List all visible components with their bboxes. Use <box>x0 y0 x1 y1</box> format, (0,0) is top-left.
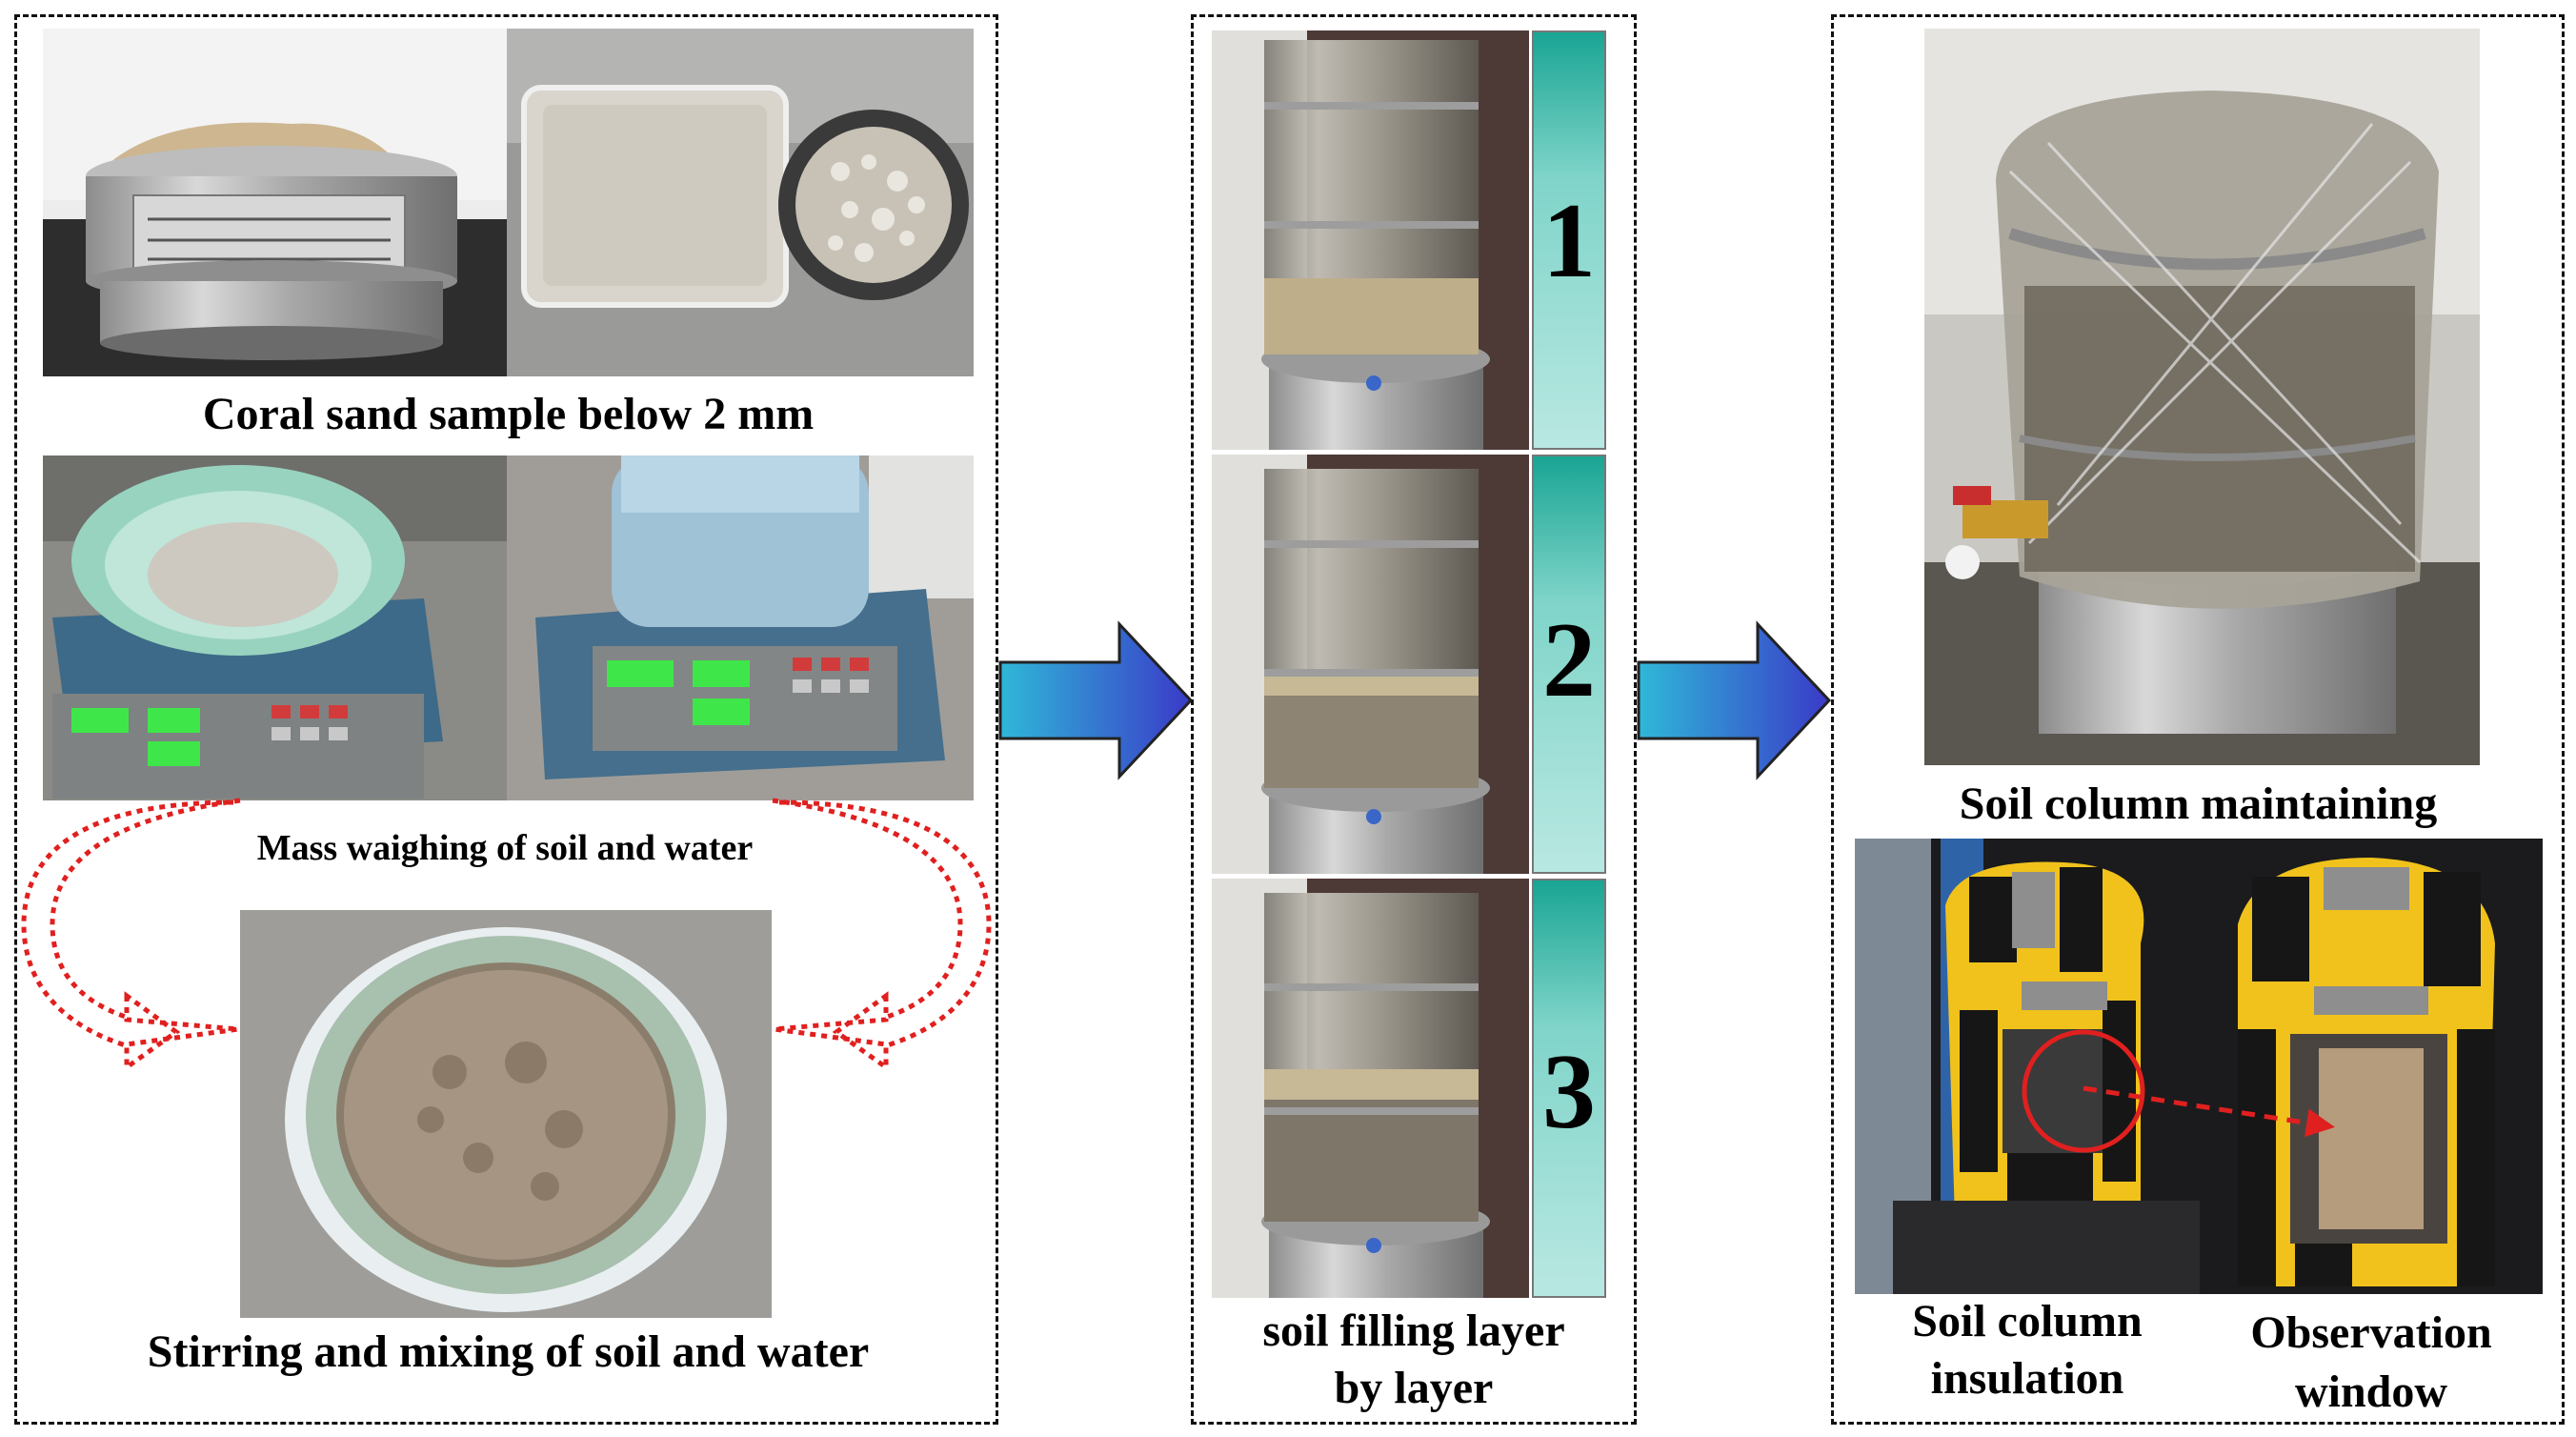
process-arrow-2 <box>1637 620 1832 780</box>
red-dotted-loop-arrows <box>21 798 992 1072</box>
observation-dashed-arrow <box>2083 1085 2335 1138</box>
layer-number-3: 3 <box>1542 1033 1596 1151</box>
photo-soil-column-wrapped <box>1924 29 2480 765</box>
photo-mixing-bowl <box>240 910 772 1318</box>
red-arrow-head-right <box>774 991 889 1072</box>
layer-number-bar-3: 3 <box>1532 879 1606 1298</box>
process-arrow-1 <box>998 620 1194 780</box>
caption-insulation-line1: Soil column <box>1912 1296 2143 1346</box>
photo-soil-column-layer-3 <box>1212 879 1529 1298</box>
layer-number-bar-2: 2 <box>1532 455 1606 874</box>
red-arrow-head-left <box>124 991 239 1072</box>
layer-number-2: 2 <box>1542 601 1596 719</box>
observation-highlight-overlay <box>2022 1029 2335 1153</box>
layer-number-bar-1: 1 <box>1532 30 1606 450</box>
panel-sample-preparation <box>14 14 998 1425</box>
panel-layer-filling <box>1191 14 1637 1425</box>
photo-soil-column-layer-2 <box>1212 455 1529 874</box>
layer-number-1: 1 <box>1542 182 1596 300</box>
caption-soil-filling-line1: soil filling layer <box>1262 1305 1565 1356</box>
caption-soil-filling-line2: by layer <box>1334 1363 1494 1413</box>
caption-soil-column-maintaining: Soil column maintaining <box>1959 779 2438 829</box>
caption-window-line1: Observation <box>2250 1307 2492 1358</box>
photo-sand-and-coral-pieces <box>507 29 974 376</box>
caption-mass-weighing: Mass waighing of soil and water <box>256 828 754 868</box>
photo-observation-window <box>2200 839 2543 1294</box>
observation-circle-marker <box>2022 1029 2145 1153</box>
caption-insulation-line2: insulation <box>1930 1353 2124 1404</box>
panel-column-maintaining <box>1831 14 2565 1425</box>
caption-window-line2: window <box>2294 1366 2448 1417</box>
photo-soil-column-layer-1 <box>1212 30 1529 450</box>
photo-weighing-soil <box>43 455 507 800</box>
photo-standard-sieve <box>43 29 507 376</box>
caption-stirring-mixing: Stirring and mixing of soil and water <box>147 1326 870 1377</box>
caption-coral-sand-sample: Coral sand sample below 2 mm <box>202 389 815 439</box>
photo-weighing-water <box>507 455 974 800</box>
photo-soil-column-insulation <box>1855 839 2200 1294</box>
